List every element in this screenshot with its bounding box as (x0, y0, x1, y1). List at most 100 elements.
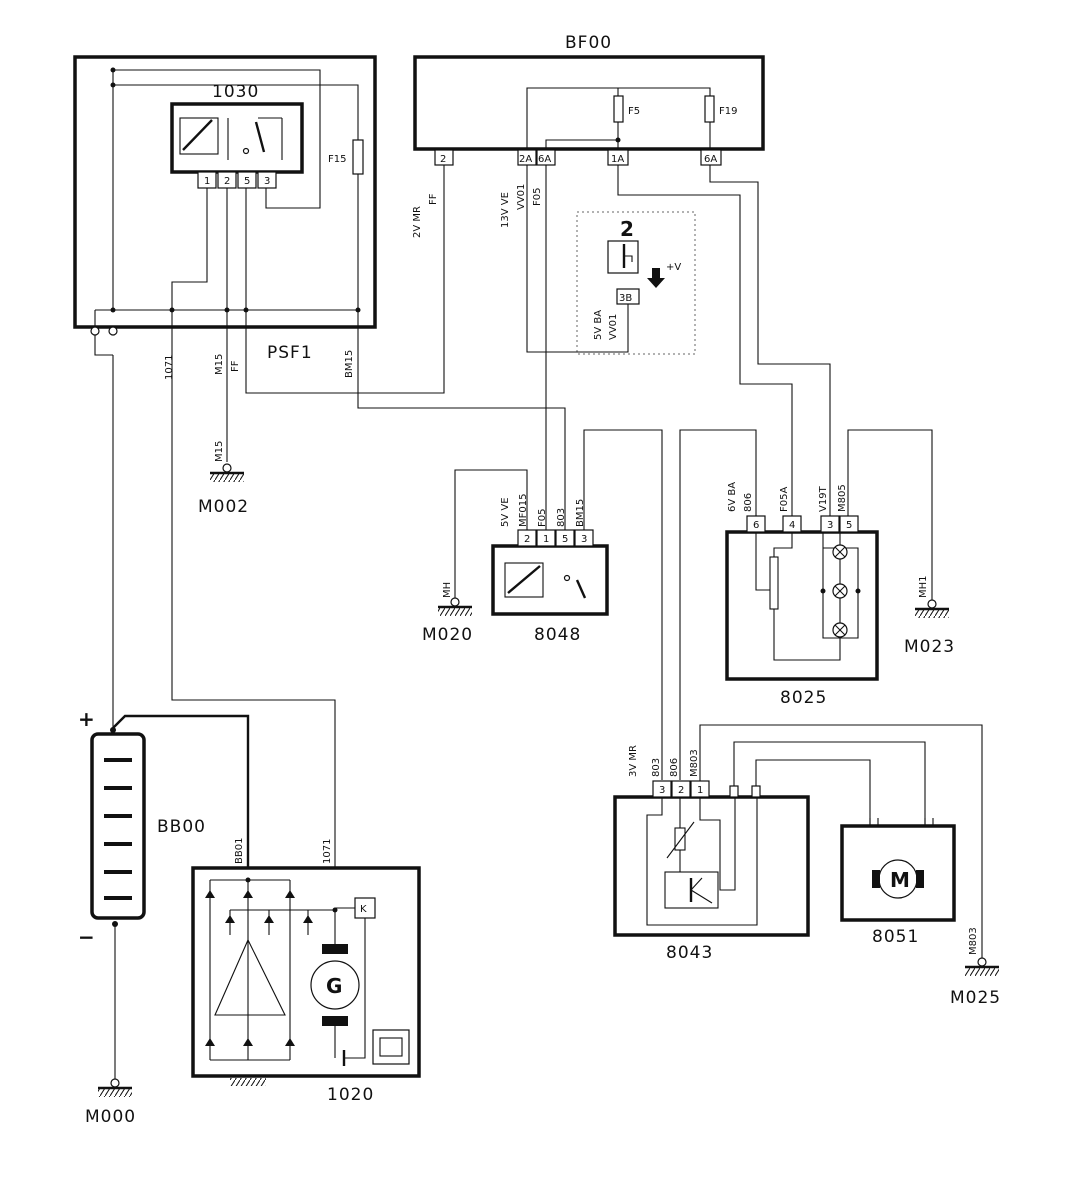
wire-8043-to-8051-a (733, 741, 926, 826)
wire-bf00-2a (526, 165, 629, 353)
relay-8048: 8048 2 1 5 3 5V VE MF015 F05 803 BM15 (491, 494, 609, 645)
svg-text:3: 3 (581, 534, 587, 545)
svg-text:MH1: MH1 (918, 575, 929, 598)
wire-1071-to-generator (171, 310, 336, 868)
regulator-icon (372, 1029, 410, 1065)
arrow-down-icon (647, 268, 665, 288)
bf00-box (413, 55, 765, 151)
generator-label: 1020 (327, 1085, 374, 1105)
wire-bm15-to-8048 (357, 328, 566, 530)
wire-m15-a: M15 (214, 354, 225, 375)
svg-text:5: 5 (846, 520, 852, 531)
rheostat-icon (769, 556, 779, 610)
stator-winding-icon (214, 939, 286, 1016)
relay-1030-box (170, 102, 304, 174)
relay-8048-box (491, 544, 609, 616)
gauge-8025-label: 8025 (780, 688, 827, 708)
psf1-box (73, 55, 377, 329)
psf1-shunt (94, 310, 113, 356)
relay-contact-icon (254, 121, 266, 153)
wire-bf00-1a (617, 165, 793, 516)
svg-text:5: 5 (244, 176, 250, 187)
module-8043-label: 8043 (666, 943, 713, 963)
motor-8051-box (840, 824, 956, 922)
svg-text:1: 1 (697, 785, 703, 796)
svg-text:3: 3 (264, 176, 270, 187)
wire-vv01-top: VV01 (516, 184, 527, 210)
generator-box (191, 866, 421, 1078)
resistor-8043-icon (674, 827, 686, 851)
wire-1071-gen: 1071 (322, 839, 333, 864)
relay-8048-label: 8048 (534, 625, 581, 645)
svg-text:5: 5 (562, 534, 568, 545)
svg-text:2: 2 (440, 154, 446, 165)
wire-f05-top: F05 (532, 188, 543, 206)
module-8043-pins: 3 2 1 (652, 780, 761, 798)
wire-m15-gnd: M15 (214, 441, 225, 462)
lamp-icons (832, 544, 848, 638)
relay-8048-coil-icon (504, 562, 544, 598)
psf1-wire-relay3 (113, 69, 321, 209)
wire-3v-mr: 3V MR (628, 745, 639, 777)
motor-8051: 8051 M (840, 818, 956, 947)
relay-coil-diag (182, 119, 213, 151)
ground-m002: M002 (198, 463, 249, 517)
wire-6v-ba: 6V BA (727, 482, 738, 512)
bf00-pins: 2 2A 6A 1A 6A (434, 149, 722, 166)
generator-icon (310, 960, 360, 1010)
fuse-f15-label: F15 (328, 154, 346, 165)
svg-text:6A: 6A (704, 154, 717, 165)
battery-label: BB00 (157, 817, 206, 837)
wire-bm15-8048: BM15 (575, 499, 586, 527)
svg-text:M023: M023 (904, 637, 955, 657)
wire-5v-ba: 5V BA (593, 310, 604, 340)
relay-8048-pins: 2 1 5 3 (517, 529, 594, 547)
generator-ground-hatch (230, 1078, 266, 1086)
svg-text:4: 4 (789, 520, 795, 531)
svg-text:M: M (890, 868, 910, 892)
wire-ff-psf: FF (230, 360, 241, 372)
fuse-f19-icon (704, 95, 715, 123)
gauge-8025: 8025 6 4 3 5 6V BA 806 F05A V19T (725, 482, 879, 708)
ground-m023: MH1 M023 (904, 575, 955, 657)
wire-2v-mr: 2V MR (412, 206, 423, 238)
wire-m803-8043: M803 (689, 749, 700, 777)
svg-text:2: 2 (678, 785, 684, 796)
wire-8048-to-mh (454, 469, 528, 598)
wire-m805: M805 (837, 484, 848, 512)
wire-vv01-mid: VV01 (608, 314, 619, 340)
wire-ff-bf: FF (428, 193, 439, 205)
svg-text:M000: M000 (85, 1107, 136, 1127)
transistor-8043-icon (664, 871, 719, 909)
relay-1030-pins: 1 2 5 3 (197, 171, 277, 189)
svg-text:2: 2 (224, 176, 230, 187)
wire-mf015: MF015 (518, 494, 529, 527)
fuse-f19-label: F19 (719, 106, 737, 117)
wire-bb01: BB01 (234, 838, 245, 864)
bf00-unit: BF00 F5 F19 2 2A 6A 1A 6A 2V MR FF 13V V… (412, 33, 765, 238)
svg-text:MH: MH (442, 582, 453, 598)
ground-m000: M000 (85, 1078, 136, 1127)
wire-bf00-6a-right (709, 165, 831, 516)
psf1-wire-relay1 (171, 188, 208, 310)
ground-m020: MH M020 (422, 582, 472, 645)
wire-803-8048: 803 (556, 508, 567, 527)
generator-1020: 1020 BB01 1071 G (191, 838, 421, 1105)
fuse-f5-icon (613, 95, 624, 123)
wire-806-8025: 806 (743, 493, 754, 512)
svg-text:K: K (360, 904, 367, 915)
wire-m805 (847, 429, 933, 600)
battery-minus: − (78, 925, 95, 949)
svg-text:1A: 1A (611, 154, 624, 165)
battery-plus: + (78, 707, 95, 731)
wire-v19t: V19T (818, 485, 829, 512)
motor-8051-label: 8051 (872, 927, 919, 947)
switch-module: 2 +V 3B 5V BA VV01 (576, 211, 696, 355)
diode-icons (205, 890, 313, 1046)
relay-contact-pivot (242, 147, 250, 155)
fuse-f15-icon (352, 139, 364, 175)
svg-text:M002: M002 (198, 497, 249, 517)
wire-m803-gnd: M803 (968, 927, 979, 955)
ground-m025: M025 (950, 957, 1000, 1008)
